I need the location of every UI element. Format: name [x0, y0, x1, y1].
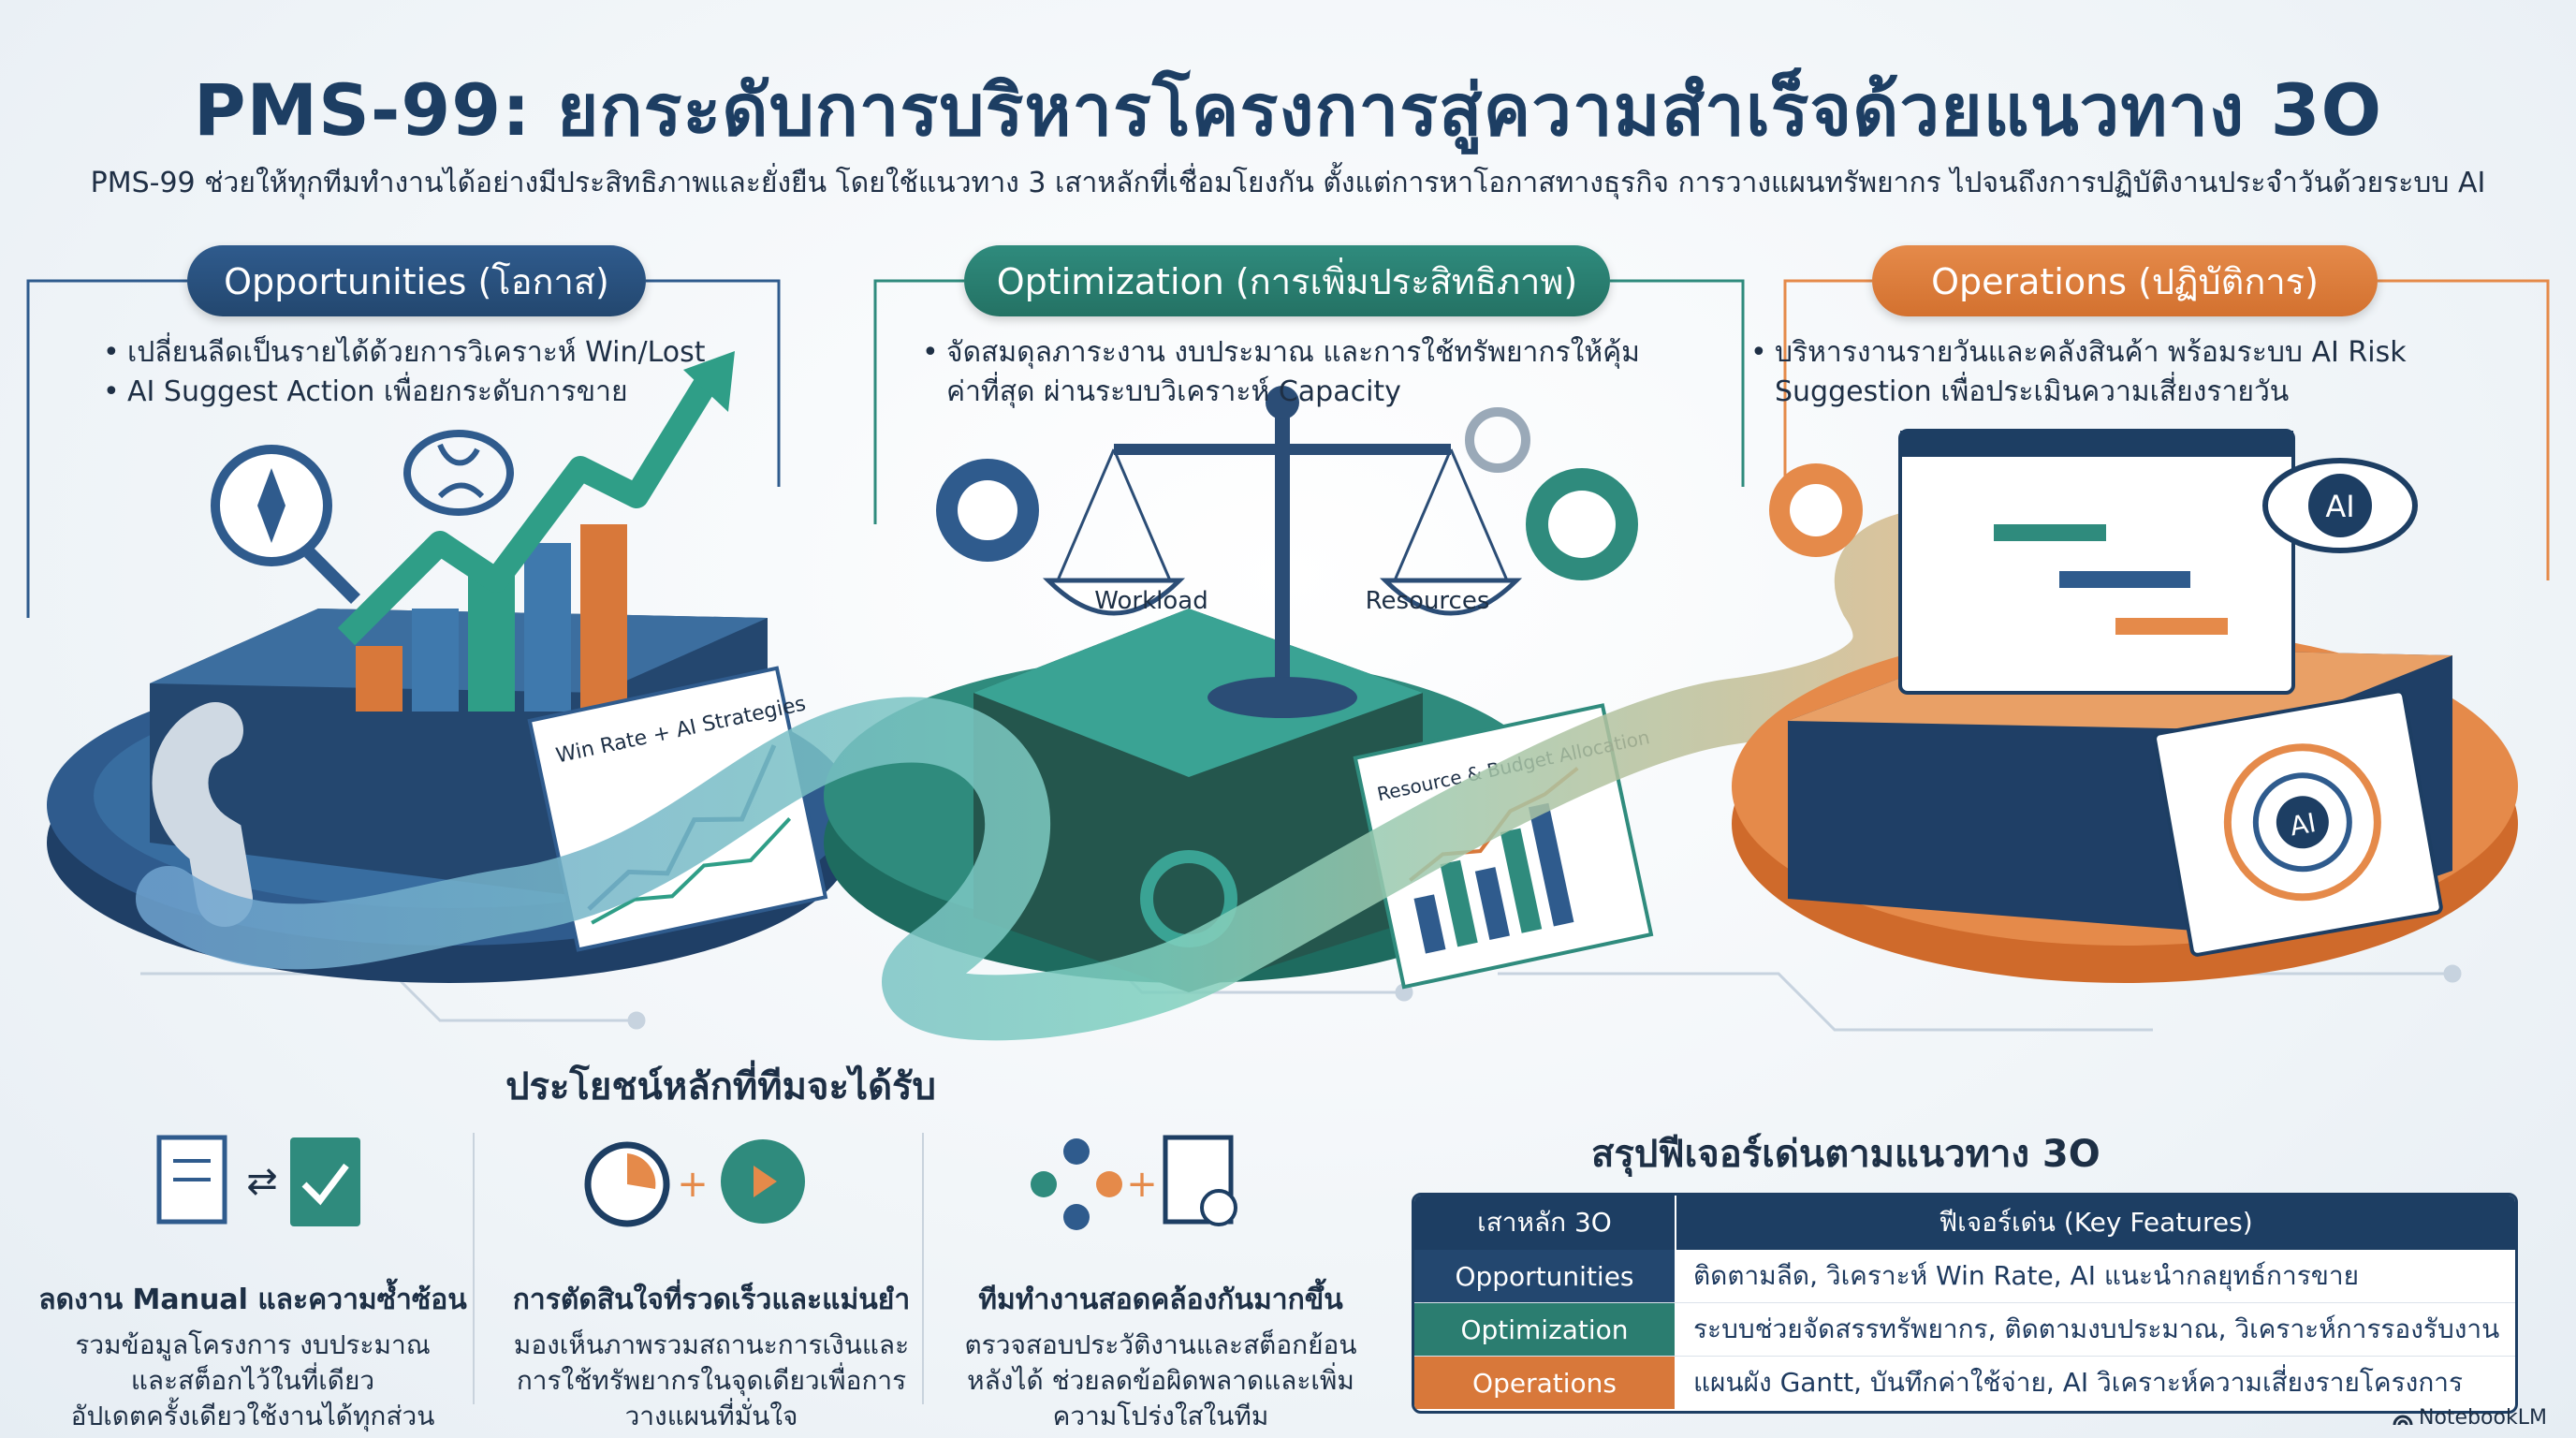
growth-arrow-icon — [337, 368, 723, 646]
checked-document-icon — [290, 1137, 360, 1226]
document-icon — [156, 1135, 227, 1225]
optimization-frame — [873, 279, 964, 524]
table-row: Optimization ระบบช่วยจัดสรรทรัพยากร, ติด… — [1414, 1303, 2515, 1357]
operations-frame — [1783, 279, 1872, 524]
table-row: Opportunities ติดตามลีด, วิเคราะห์ Win R… — [1414, 1250, 2515, 1303]
row-pillar: Optimization — [1414, 1303, 1675, 1356]
scale-right-label: Resources — [1366, 587, 1490, 615]
opportunities-frame — [26, 279, 187, 618]
opportunities-bullets: •เปลี่ยนลีดเป็นรายได้ด้วยการวิเคราะห์ Wi… — [103, 333, 758, 412]
benefit-item: ทีมทำงานสอดคล้องกันมากขึ้น ตรวจสอบประวัต… — [936, 1119, 1385, 1434]
gantt-screen — [1898, 429, 2295, 695]
benefit-desc: รวมข้อมูลโครงการ งบประมาณและสต็อกไว้ในที… — [70, 1329, 435, 1431]
bullet-item: •บริหารงานรายวันและคลังสินค้า พร้อมระบบ … — [1750, 336, 2407, 408]
benefit-icons: ⇄ + + — [156, 1135, 1237, 1230]
swap-arrows-icon: ⇄ — [246, 1160, 278, 1203]
scale-left-label: Workload — [1094, 587, 1208, 615]
bullet-item: •AI Suggest Action เพื่อยกระดับการขาย — [103, 375, 628, 408]
bullet-item: •จัดสมดุลภาระงาน งบประมาณ และการใช้ทรัพย… — [922, 336, 1640, 408]
row-features: ระบบช่วยจัดสรรทรัพยากร, ติดตามงบประมาณ, … — [1693, 1313, 2500, 1344]
header-cell: เสาหลัก 3O — [1477, 1207, 1612, 1238]
brain-icon — [403, 430, 514, 516]
plus-icon: + — [677, 1163, 709, 1206]
row-features: แผนผัง Gantt, บันทึกค่าใช้จ่าย, AI วิเคร… — [1693, 1367, 2464, 1398]
header-cell: ฟีเจอร์เด่น (Key Features) — [1675, 1196, 2515, 1250]
plus-icon: + — [1126, 1163, 1158, 1206]
benefits-title: ประโยชน์หลักที่ทีมจะได้รับ — [505, 1065, 936, 1108]
benefit-title: การตัดสินใจที่รวดเร็วและแม่นยำ — [512, 1284, 911, 1316]
team-icon — [1063, 1138, 1090, 1165]
bullet-item: •เปลี่ยนลีดเป็นรายได้ด้วยการวิเคราะห์ Wi… — [103, 336, 706, 369]
pillar-optimization-label: Optimization (การเพิ่มประสิทธิภาพ) — [964, 245, 1610, 316]
bar-icon — [356, 646, 402, 712]
benefit-item: การตัดสินใจที่รวดเร็วและแม่นยำ มองเห็นภา… — [487, 1119, 936, 1434]
benefit-title: ทีมทำงานสอดคล้องกันมากขึ้น — [978, 1284, 1343, 1316]
summary-title: สรุปฟีเจอร์เด่นตามแนวทาง 3O — [1591, 1133, 2100, 1176]
optimization-bullets: •จัดสมดุลภาระงาน งบประมาณ และการใช้ทรัพย… — [922, 333, 1652, 412]
table-row: Operations แผนผัง Gantt, บันทึกค่าใช้จ่า… — [1414, 1357, 2515, 1409]
divider — [473, 1133, 475, 1404]
benefit-desc: มองเห็นภาพรวมสถานะการเงินและการใช้ทรัพยา… — [513, 1329, 910, 1431]
row-features: ติดตามลีด, วิเคราะห์ Win Rate, AI แนะนำก… — [1693, 1260, 2360, 1291]
benefit-desc: ตรวจสอบประวัติงานและสต็อกย้อนหลังได้ ช่ว… — [964, 1329, 1357, 1431]
ai-radar-label: AI — [2288, 807, 2319, 842]
row-pillar: Opportunities — [1414, 1250, 1675, 1302]
summary-table: เสาหลัก 3O ฟีเจอร์เด่น (Key Features) Op… — [1412, 1193, 2518, 1414]
brand-watermark: NotebookLM — [2393, 1406, 2547, 1430]
divider — [922, 1133, 924, 1404]
benefit-item: ลดงาน Manual และความซ้ำซ้อน รวมข้อมูลโคร… — [28, 1119, 477, 1434]
operations-platform: AI AI — [1732, 429, 2518, 983]
notebooklm-logo-icon — [2393, 1415, 2413, 1425]
table-header: เสาหลัก 3O ฟีเจอร์เด่น (Key Features) — [1414, 1196, 2515, 1250]
pillar-operations-label: Operations (ปฏิบัติการ) — [1872, 245, 2378, 316]
page-title: PMS-99: ยกระดับการบริหารโครงการสู่ความสำ… — [193, 68, 2383, 152]
pipe-icon — [152, 702, 253, 927]
benefit-title: ลดงาน Manual และความซ้ำซ้อน — [38, 1284, 467, 1316]
page-subtitle: PMS-99 ช่วยให้ทุกทีมทำงานได้อย่างมีประสิ… — [90, 167, 2486, 199]
row-pillar: Operations — [1414, 1357, 1675, 1409]
ai-badge-label: AI — [2325, 489, 2354, 524]
operations-bullets: •บริหารงานรายวันและคลังสินค้า พร้อมระบบ … — [1750, 333, 2518, 412]
pillar-opportunities-label: Opportunities (โอกาส) — [187, 245, 646, 316]
flow-path — [136, 504, 2186, 1041]
